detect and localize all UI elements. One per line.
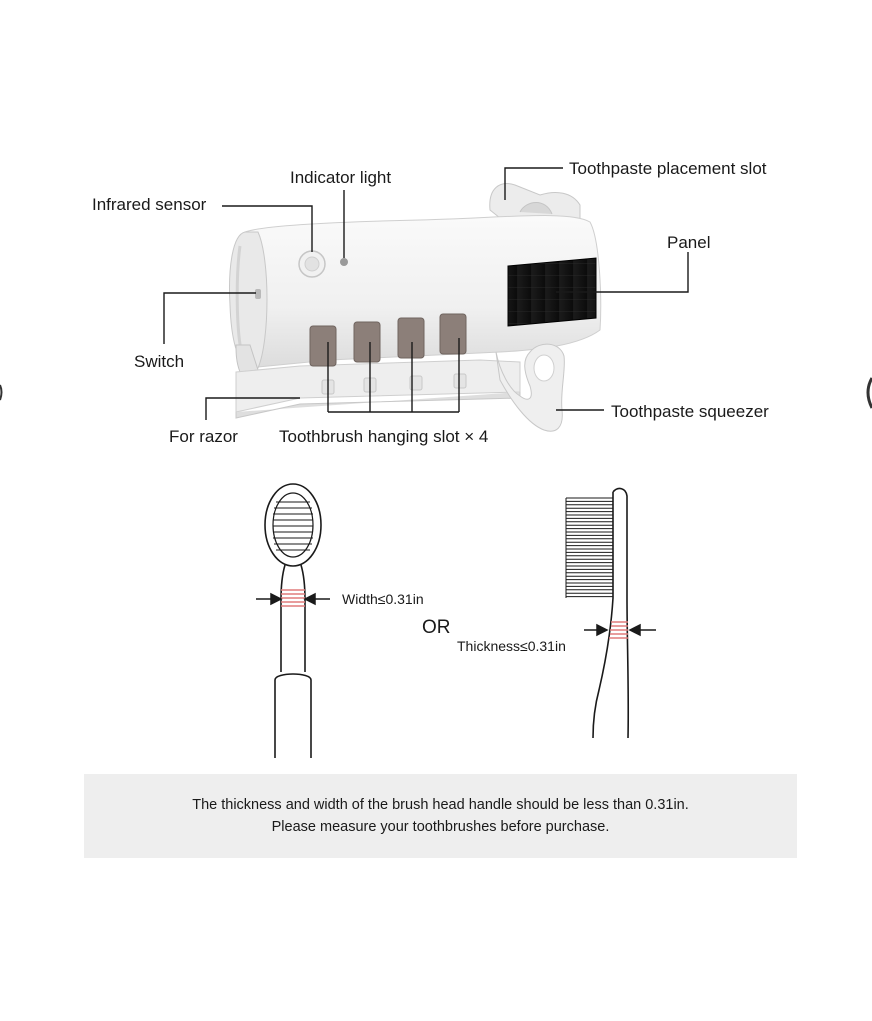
note-line-1: The thickness and width of the brush hea… [192, 797, 689, 813]
label-toothpaste-slot: Toothpaste placement slot [569, 159, 767, 178]
thickness-measure-band [609, 621, 628, 639]
leader-for-razor [205, 397, 300, 420]
brush-neck [280, 564, 306, 672]
bottom-tray [235, 359, 521, 413]
label-panel: Panel [667, 233, 710, 252]
side-brush-body [592, 487, 630, 739]
side-bristles [565, 497, 613, 598]
label-thickness: Thickness≤0.31in [457, 638, 566, 654]
brush-bristle-lines [273, 501, 313, 551]
label-or: OR [422, 617, 451, 638]
width-arrows [256, 592, 330, 606]
label-width: Width≤0.31in [342, 591, 424, 607]
solar-panel [507, 257, 597, 327]
callout-leaders [163, 167, 689, 420]
switch-knob [255, 289, 261, 299]
leader-switch [163, 292, 256, 344]
label-switch: Switch [134, 352, 184, 371]
brush-head-inner [272, 492, 314, 558]
toothbrush-slots [309, 313, 467, 367]
leader-infrared-sensor [222, 205, 313, 252]
toothbrush-front-view [256, 483, 330, 758]
dispenser-device [229, 183, 602, 432]
width-measure-band [281, 589, 305, 607]
brush-handle [274, 673, 312, 758]
leader-hanging-slot [327, 338, 460, 413]
toothbrush-side-view [565, 487, 656, 739]
edge-fragment-right [866, 377, 872, 409]
label-hanging-slot: Toothbrush hanging slot × 4 [279, 427, 488, 446]
label-infrared-sensor: Infrared sensor [92, 195, 207, 214]
edge-fragment-left [0, 384, 3, 401]
thickness-arrows [584, 623, 656, 637]
note-panel: The thickness and width of the brush hea… [84, 774, 797, 858]
label-squeezer: Toothpaste squeezer [611, 402, 769, 421]
label-indicator-light: Indicator light [290, 168, 391, 187]
indicator-light-icon [340, 258, 348, 266]
note-line-2: Please measure your toothbrushes before … [271, 819, 610, 835]
leader-toothpaste-slot [504, 167, 563, 200]
toothpaste-squeezer [495, 343, 565, 432]
label-for-razor: For razor [169, 427, 238, 446]
leader-panel [556, 252, 689, 293]
